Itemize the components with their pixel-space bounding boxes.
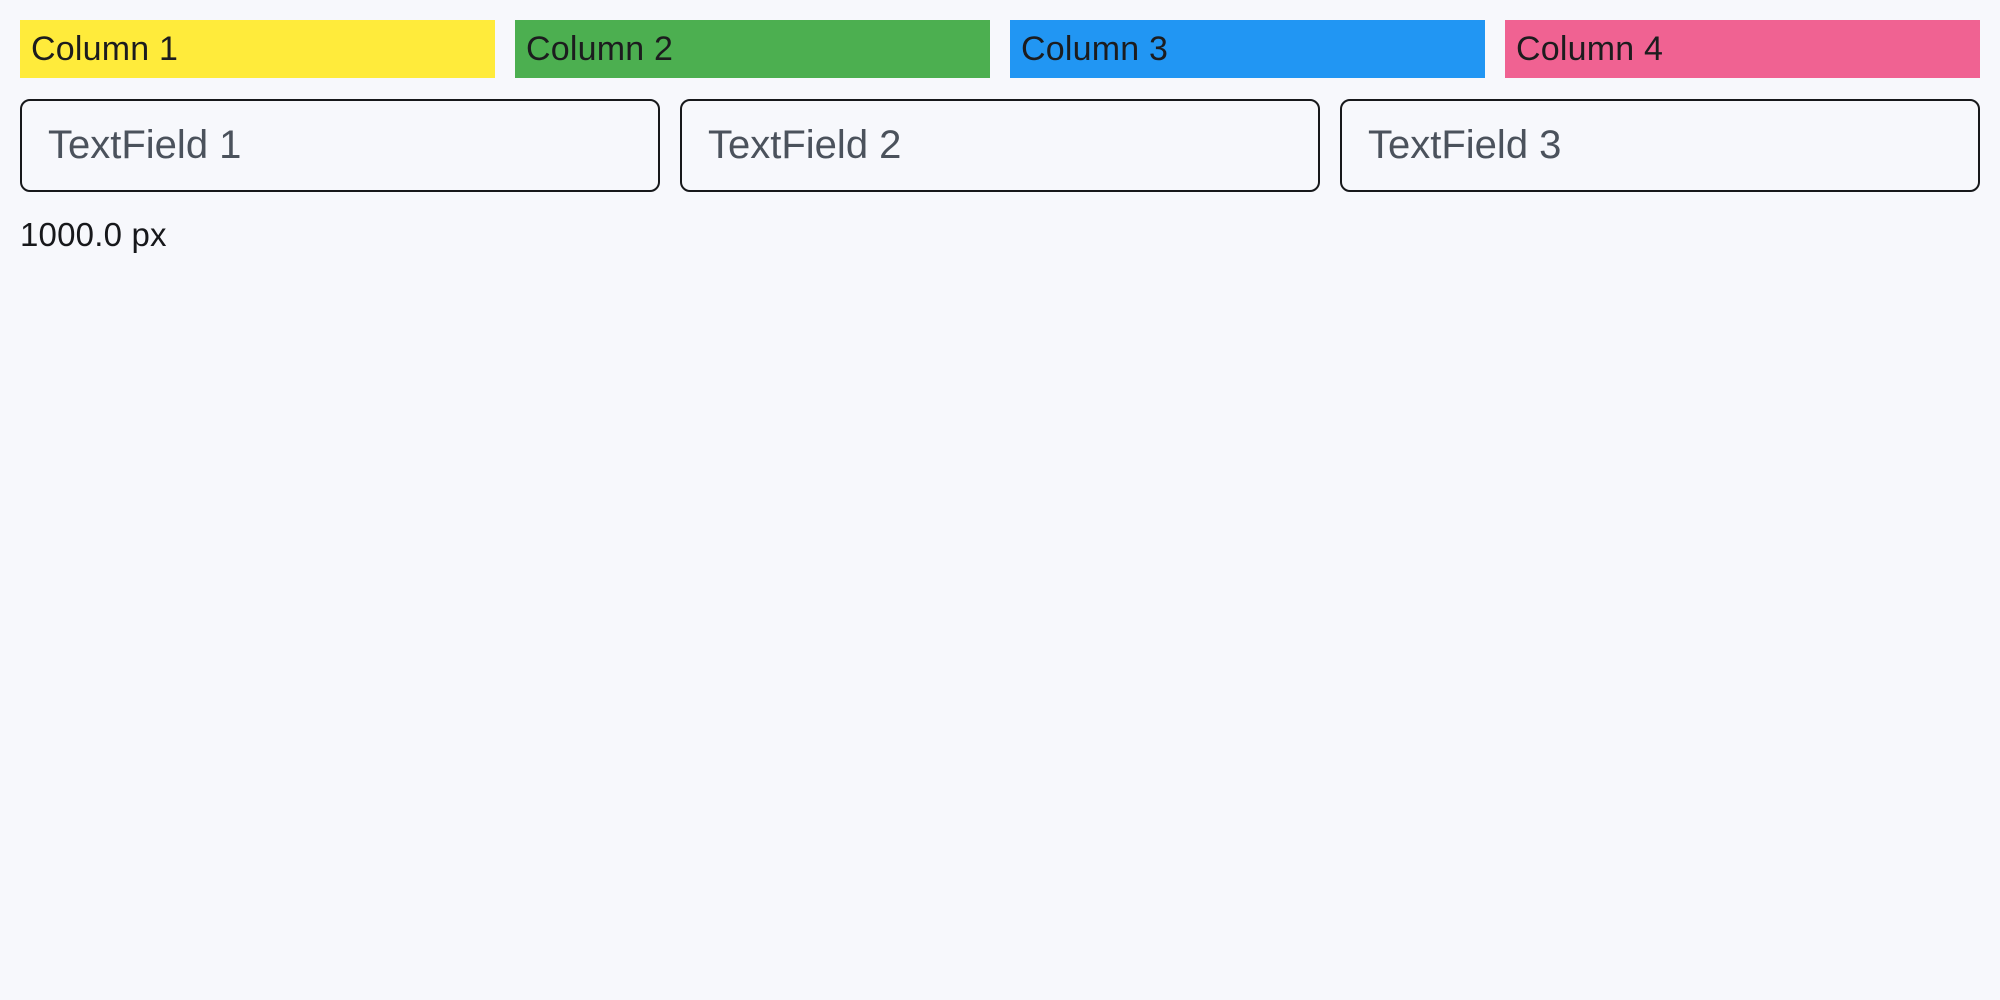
viewport-size-label: 1000.0 px [20, 216, 167, 253]
column-2: Column 2 [515, 20, 990, 78]
column-1-label: Column 1 [31, 29, 179, 68]
column-1: Column 1 [20, 20, 495, 78]
column-4-label: Column 4 [1516, 29, 1664, 68]
textfield-1[interactable] [20, 99, 660, 192]
column-3-label: Column 3 [1021, 29, 1169, 68]
columns-row: Column 1 Column 2 Column 3 Column 4 [0, 0, 2000, 78]
textfield-2[interactable] [680, 99, 1320, 192]
column-3: Column 3 [1010, 20, 1485, 78]
column-2-label: Column 2 [526, 29, 674, 68]
textfield-3[interactable] [1340, 99, 1980, 192]
textfields-row [0, 78, 2000, 192]
column-4: Column 4 [1505, 20, 1980, 78]
